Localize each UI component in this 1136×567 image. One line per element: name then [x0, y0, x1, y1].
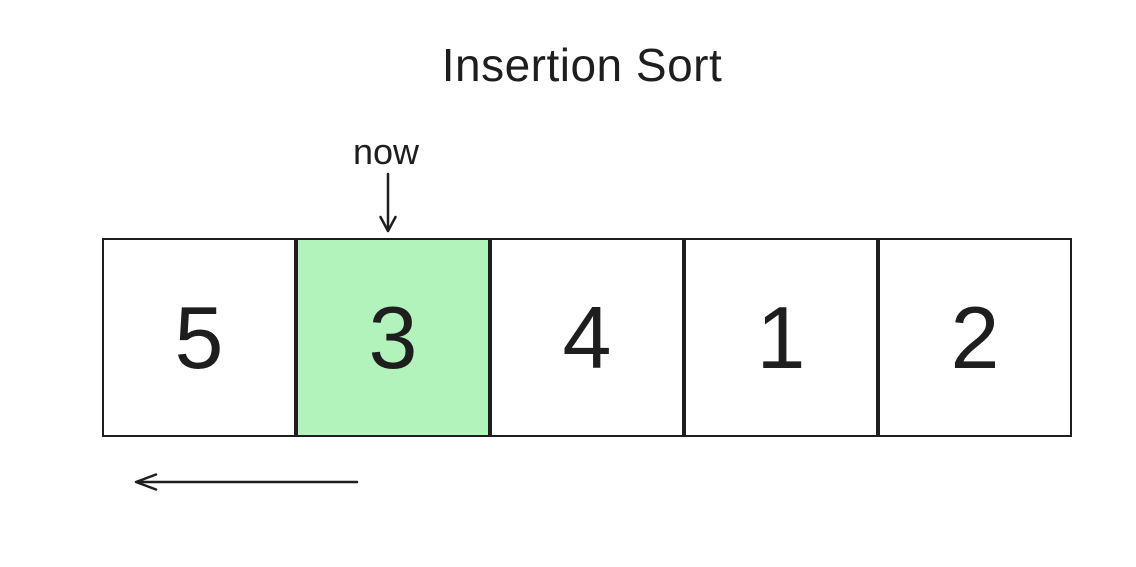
array-row: 5 3 4 1 2 — [102, 238, 1072, 437]
arrow-down-icon — [379, 172, 397, 233]
array-cell-value: 2 — [950, 287, 1000, 387]
array-cell: 1 — [684, 238, 878, 437]
array-cell-value: 5 — [174, 287, 224, 387]
page-title: Insertion Sort — [441, 39, 723, 91]
array-cell-value: 4 — [562, 287, 612, 387]
array-cell-value: 3 — [368, 287, 418, 387]
current-element-label: now — [352, 131, 420, 172]
array-cell: 4 — [490, 238, 684, 437]
array-cell-value: 1 — [756, 287, 806, 387]
array-cell-highlighted: 3 — [296, 238, 490, 437]
arrow-left-icon — [134, 473, 359, 491]
array-cell: 2 — [878, 238, 1072, 437]
array-cell: 5 — [102, 238, 296, 437]
